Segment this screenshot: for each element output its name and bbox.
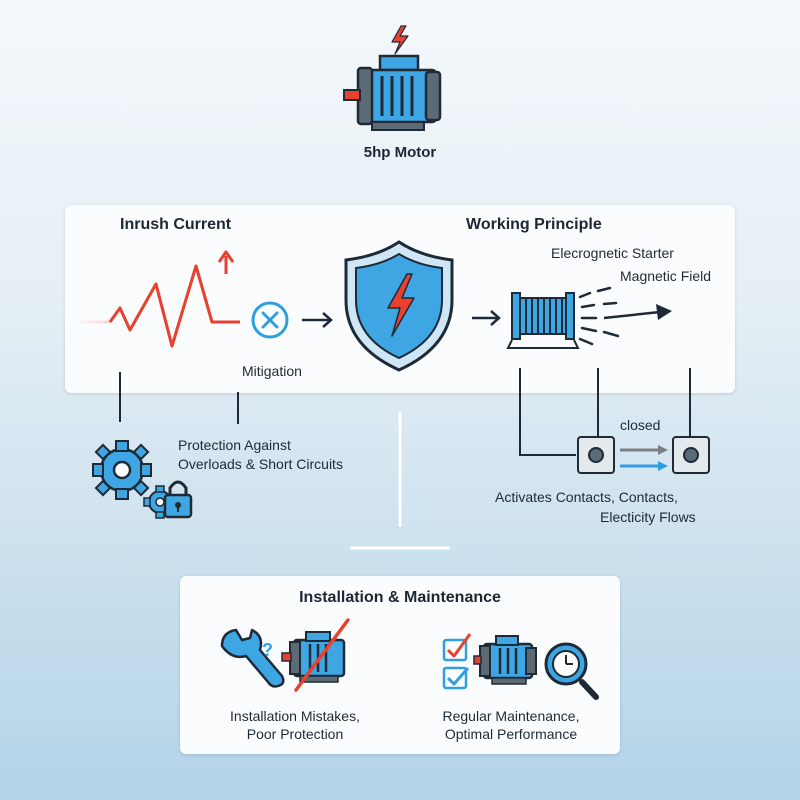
shield-icon	[344, 240, 454, 372]
arrow-to-shield-icon	[302, 312, 333, 328]
closed-label: closed	[620, 417, 661, 433]
lock-icon	[163, 480, 193, 519]
question-mark-icon: ?	[262, 640, 273, 660]
contacts-line2: Electicity Flows	[600, 509, 696, 525]
inrush-title: Inrush Current	[120, 216, 232, 233]
magnetic-field-lines	[578, 286, 620, 346]
coil-icon	[506, 292, 580, 349]
motor-title: 5hp Motor	[363, 144, 437, 161]
motor-icon	[343, 25, 442, 131]
protection-line2: Overloads & Short Circuits	[178, 456, 343, 472]
magnifier-clock-icon	[544, 642, 599, 700]
contact-left-icon	[577, 436, 615, 474]
field-arrow-icon	[603, 304, 672, 320]
motor-crossed-icon	[281, 618, 350, 692]
gear-icon	[92, 440, 152, 500]
contacts-line1: Activates Contacts, Contacts,	[495, 489, 678, 505]
maintenance-line1: Regular Maintenance,	[442, 708, 580, 724]
mitigation-label: Mitigation	[242, 363, 302, 379]
maintenance-line2: Optimal Performance	[444, 726, 578, 742]
starter-label: Elecrognetic Starter	[551, 245, 674, 261]
checklist-icon	[442, 633, 472, 690]
motor-small-icon	[473, 635, 537, 685]
mistakes-line2: Poor Protection	[246, 726, 344, 742]
magnetic-field-label: Magnetic Field	[620, 268, 712, 284]
install-title: Installation & Maintenance	[299, 589, 501, 606]
contact-right-icon	[672, 436, 710, 474]
wrench-icon	[220, 628, 285, 688]
closed-arrows-icon	[620, 445, 668, 471]
arrow-to-coil-icon	[472, 310, 501, 326]
inrush-up-arrow-icon	[217, 250, 235, 274]
mitigation-x-icon	[251, 301, 289, 339]
mistakes-line1: Installation Mistakes,	[230, 708, 360, 724]
working-principle-title: Working Principle	[466, 216, 602, 233]
protection-line1: Protection Against	[178, 437, 291, 453]
